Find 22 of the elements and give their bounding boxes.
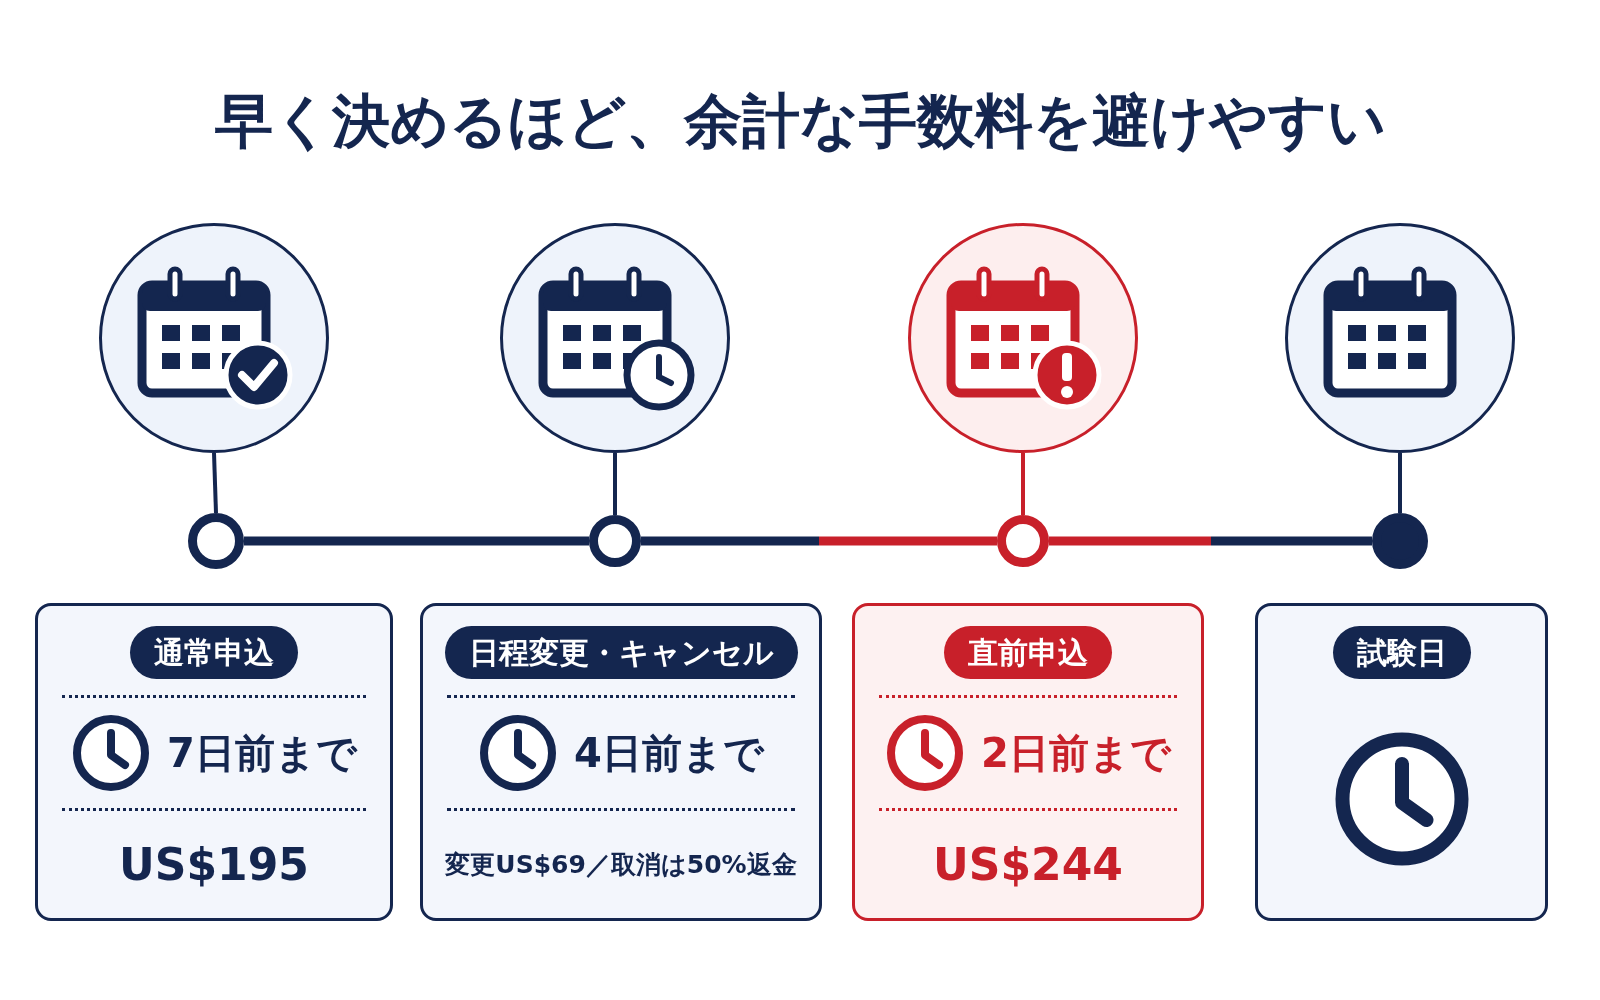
label-pill: 通常申込 [130, 626, 298, 679]
fee-text: 変更US$69／取消は50%返金 [445, 848, 797, 881]
connector-line [212, 452, 218, 514]
connector-line [1398, 453, 1402, 513]
info-card [1255, 603, 1548, 921]
label-pill: 直前申込 [944, 626, 1112, 679]
info-card [852, 603, 1204, 921]
connector-line [641, 536, 997, 546]
label-pill: 日程変更・キャンセル [444, 626, 798, 679]
deadline-text: 7日前まで [167, 729, 357, 778]
info-card [420, 603, 822, 921]
connector-line [1049, 536, 1372, 546]
deadline-text: 2日前まで [981, 729, 1171, 778]
connector-line [1021, 453, 1025, 515]
info-card [35, 603, 393, 921]
fee-text: US$244 [933, 837, 1123, 892]
deadline-text: 4日前まで [574, 729, 764, 778]
fee-text: US$195 [119, 837, 309, 892]
title: 早く決めるほど、余計な手数料を避けやすい [213, 86, 1387, 157]
connector-line [613, 453, 617, 515]
connector-line [244, 536, 589, 546]
label-pill: 試験日 [1332, 626, 1471, 679]
